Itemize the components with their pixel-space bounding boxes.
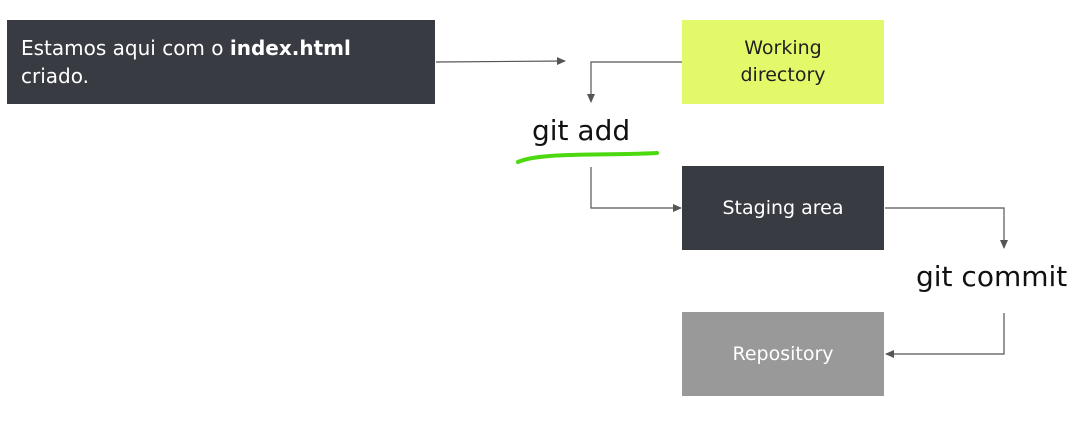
arrow-staging-to-commit xyxy=(885,207,1008,249)
working-directory-box: Working directory xyxy=(682,20,884,104)
git-commit-label: git commit xyxy=(916,260,1068,293)
working-directory-label: Working directory xyxy=(740,37,826,86)
arrow-commit-to-repository xyxy=(885,313,1005,358)
repository-box: Repository xyxy=(682,312,884,396)
staging-area-box: Staging area xyxy=(682,166,884,250)
repository-label: Repository xyxy=(732,342,834,365)
arrow-working-to-add xyxy=(587,61,682,103)
arrow-note-to-working xyxy=(435,57,566,66)
staging-area-label: Staging area xyxy=(722,196,844,219)
note-filename: index.html xyxy=(229,36,351,60)
arrow-add-to-staging xyxy=(590,167,682,212)
note-prefix: Estamos aqui com o xyxy=(21,36,230,60)
git-add-label: git add xyxy=(532,114,631,147)
note-text: Estamos aqui com o index.html criado. xyxy=(21,34,351,90)
note-box: Estamos aqui com o index.html criado. xyxy=(7,20,435,104)
note-suffix: criado. xyxy=(21,64,89,88)
git-add-underline xyxy=(516,151,659,164)
